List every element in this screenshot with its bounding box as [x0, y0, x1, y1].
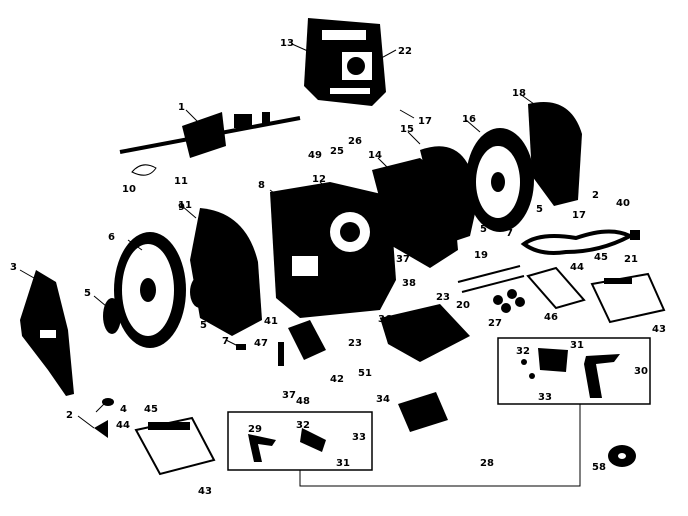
- motor-field-part: [398, 392, 448, 432]
- callout-23-2: 23: [348, 338, 362, 349]
- mounting-rods-part: [457, 265, 525, 293]
- left-inner-guard-part: [190, 208, 262, 336]
- tool-rest-kit-box-right: [497, 337, 651, 405]
- callout-24: 24: [338, 284, 352, 295]
- callout-17-2: 17: [572, 210, 586, 221]
- callout-22: 22: [398, 46, 412, 57]
- callout-20: 20: [456, 300, 470, 311]
- callout-16: 16: [462, 114, 476, 125]
- callout-32-2: 32: [296, 420, 310, 431]
- callout-6: 6: [108, 232, 115, 243]
- capacitor-part: [288, 320, 326, 360]
- callout-18: 18: [512, 88, 526, 99]
- callout-49: 49: [308, 150, 322, 161]
- callout-2-1: 2: [592, 190, 599, 201]
- right-wheel-guard-part: [420, 146, 478, 246]
- callout-34: 34: [376, 394, 390, 405]
- callout-11-1: 11: [174, 176, 188, 187]
- callout-30: 30: [634, 366, 648, 377]
- callout-9: 9: [178, 202, 185, 213]
- callout-32-1: 32: [516, 346, 530, 357]
- kit-connector-lines: [299, 404, 581, 487]
- callout-19: 19: [474, 250, 488, 261]
- callout-11-2: 11: [178, 200, 192, 211]
- callout-43-1: 43: [652, 324, 666, 335]
- callout-5-2: 5: [84, 288, 91, 299]
- left-outer-guard-part: [20, 270, 74, 396]
- callout-45-1: 45: [594, 252, 608, 263]
- callout-7-1: 7: [506, 228, 513, 239]
- callout-41: 41: [264, 316, 278, 327]
- callout-15: 15: [400, 124, 414, 135]
- base-plate-part: [380, 304, 470, 362]
- motor-housing-part: [304, 18, 386, 106]
- callout-5-3: 5: [200, 320, 207, 331]
- switch-part: [340, 268, 368, 298]
- callout-23-1: 23: [436, 292, 450, 303]
- callout-36: 36: [378, 314, 392, 325]
- callout-47: 47: [254, 338, 268, 349]
- callout-33-1: 33: [538, 392, 552, 403]
- callout-40: 40: [616, 198, 630, 209]
- callout-31-1: 31: [570, 340, 584, 351]
- callout-7-2: 7: [222, 336, 229, 347]
- right-grinding-wheel-part: [466, 128, 534, 232]
- callout-46: 46: [544, 312, 558, 323]
- callout-1: 1: [178, 102, 185, 113]
- left-flange-part: [103, 298, 121, 334]
- small-hardware-part: [94, 342, 284, 438]
- callout-48: 48: [296, 396, 310, 407]
- armature-shaft-part: [119, 112, 301, 158]
- callout-37-1: 37: [396, 254, 410, 265]
- callout-51: 51: [358, 368, 372, 379]
- callout-42: 42: [330, 374, 344, 385]
- nuts-part: [493, 289, 525, 313]
- callout-26: 26: [348, 136, 362, 147]
- callout-31-2: 31: [336, 458, 350, 469]
- callout-28: 28: [480, 458, 494, 469]
- callout-44-2: 44: [116, 420, 130, 431]
- left-eye-shield-part: [134, 416, 216, 476]
- washer-part: [608, 445, 636, 467]
- callout-39: 39: [330, 268, 344, 279]
- callout-43-2: 43: [198, 486, 212, 497]
- callout-5-1: 5: [536, 204, 543, 215]
- callout-5-4: 5: [480, 224, 487, 235]
- callout-12: 12: [312, 174, 326, 185]
- callout-25: 25: [330, 146, 344, 157]
- right-outer-guard-part: [528, 102, 582, 206]
- callout-4: 4: [120, 404, 127, 415]
- callout-14: 14: [368, 150, 382, 161]
- callout-44-1: 44: [570, 262, 584, 273]
- callout-37-2: 37: [282, 390, 296, 401]
- left-grinding-wheel-part: [114, 232, 186, 348]
- callout-8: 8: [258, 180, 265, 191]
- callout-45-2: 45: [144, 404, 158, 415]
- right-eye-shield-part: [590, 272, 666, 324]
- callout-33-2: 33: [352, 432, 366, 443]
- callout-2-2: 2: [66, 410, 73, 421]
- callout-3: 3: [10, 262, 17, 273]
- callout-38: 38: [402, 278, 416, 289]
- callout-21: 21: [624, 254, 638, 265]
- callout-27: 27: [488, 318, 502, 329]
- callout-13: 13: [280, 38, 294, 49]
- spring-clip-part: [131, 164, 157, 176]
- power-cord-part: [520, 229, 640, 255]
- callout-10: 10: [122, 184, 136, 195]
- callout-17-1: 17: [418, 116, 432, 127]
- callout-58: 58: [592, 462, 606, 473]
- base-casting-part: [270, 182, 396, 318]
- callout-29: 29: [248, 424, 262, 435]
- nameplate-part: [526, 266, 586, 310]
